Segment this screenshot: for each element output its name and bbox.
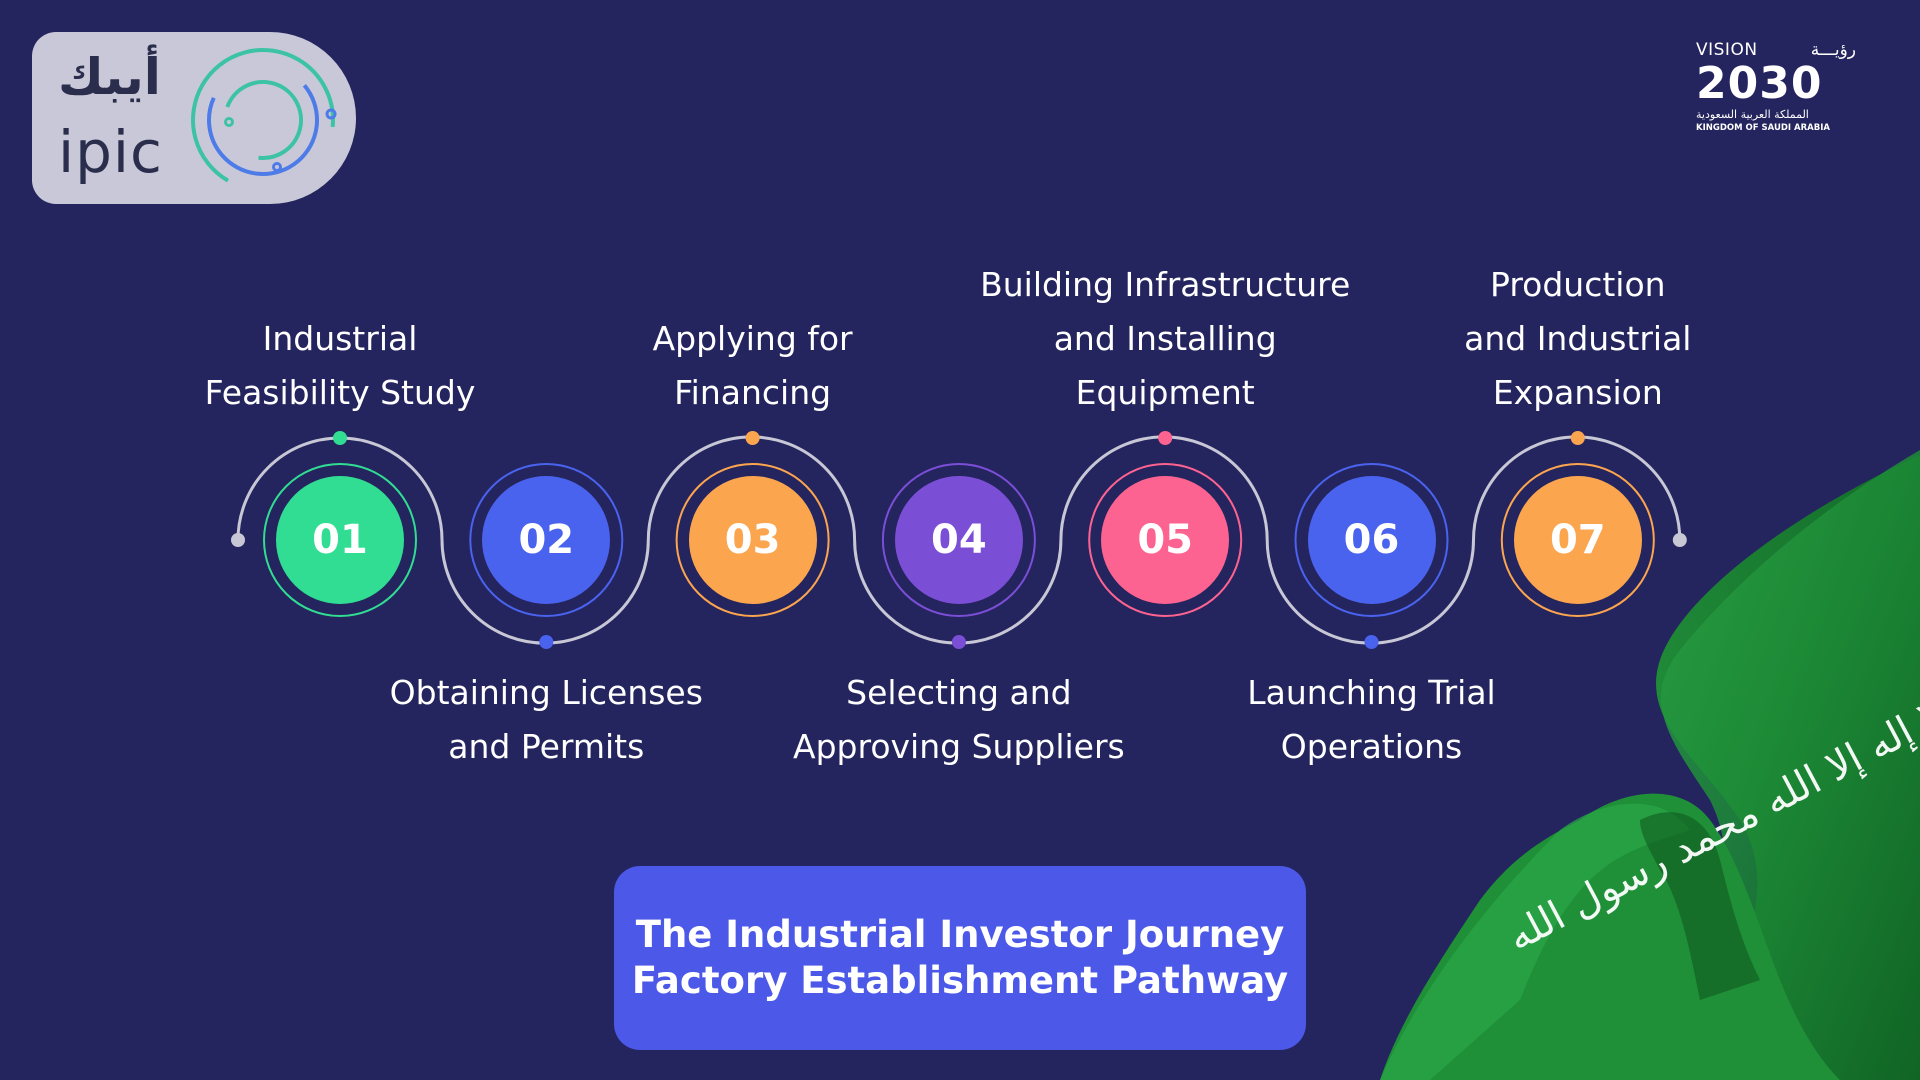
step-label-line: Industrial — [262, 319, 418, 358]
step-number-circle: 06 — [1307, 476, 1436, 604]
connector-start-dot — [231, 533, 245, 547]
step-number-circle: 07 — [1513, 476, 1642, 604]
vision-label-arabic: رؤيـــة — [1810, 40, 1856, 60]
step-ring — [1294, 463, 1449, 617]
step-number-circle: 01 — [276, 476, 404, 604]
kingdom-name-english: KINGDOM OF SAUDI ARABIA — [1696, 123, 1830, 133]
step-marker-dot — [539, 635, 554, 649]
title-line-2: Factory Establishment Pathway — [631, 959, 1289, 1002]
step-marker-dot — [1158, 431, 1173, 445]
step-ring — [1088, 463, 1243, 617]
step-ring — [263, 463, 417, 617]
step-label-line: Selecting and — [846, 673, 1072, 712]
step-label-line: Building Infrastructure — [980, 265, 1351, 304]
step-label-line: Approving Suppliers — [793, 727, 1125, 766]
step-label-line: Production — [1490, 265, 1666, 304]
journey-title-box: The Industrial Investor Journey Factory … — [614, 866, 1306, 1050]
step-label-line: Financing — [674, 373, 832, 412]
step-marker-dot — [1570, 431, 1585, 445]
connector-end-dot — [1672, 533, 1687, 547]
step-number-circle: 05 — [1101, 476, 1230, 604]
step-marker-dot — [333, 431, 347, 445]
step-label: Obtaining Licenses and Permits — [346, 666, 746, 774]
saudi-flag-graphic — [1380, 450, 1920, 1080]
step-label-line: Operations — [1280, 727, 1463, 766]
ipic-logo-icon — [191, 48, 337, 192]
vision-2030-logo: VISION رؤيـــة 2030 المملكة العربية السع… — [1696, 40, 1856, 134]
kingdom-name-arabic: المملكة العربية السعودية — [1696, 108, 1809, 121]
step-label-line: Feasibility Study — [204, 373, 476, 412]
step-number-circle: 04 — [894, 476, 1023, 604]
title-line-1: The Industrial Investor Journey — [635, 913, 1285, 956]
step-marker-dot — [745, 431, 760, 445]
step-label-line: Obtaining Licenses — [389, 673, 703, 712]
step-label-line: and Industrial — [1464, 319, 1692, 358]
vision-label: VISION — [1696, 40, 1758, 60]
step-label-line: Equipment — [1075, 373, 1255, 412]
step-label-line: Applying for — [652, 319, 853, 358]
ipic-logo-wordmark: ipic — [58, 118, 163, 186]
step-marker-dot — [951, 635, 966, 649]
vision-year: 2030 — [1696, 58, 1823, 109]
step-number-circle: 03 — [688, 476, 817, 604]
step-label-line: and Installing — [1053, 319, 1277, 358]
step-ring — [881, 463, 1036, 617]
step-ring — [675, 463, 830, 617]
ipic-logo-arabic: أيبك — [58, 48, 161, 106]
step-marker-dot — [1364, 635, 1379, 649]
step-ring — [469, 463, 624, 617]
step-ring — [1500, 463, 1655, 617]
step-number-circle: 02 — [482, 476, 611, 604]
step-label-line: Expansion — [1492, 373, 1663, 412]
step-label-line: and Permits — [448, 727, 645, 766]
step-label-line: Launching Trial — [1247, 673, 1496, 712]
